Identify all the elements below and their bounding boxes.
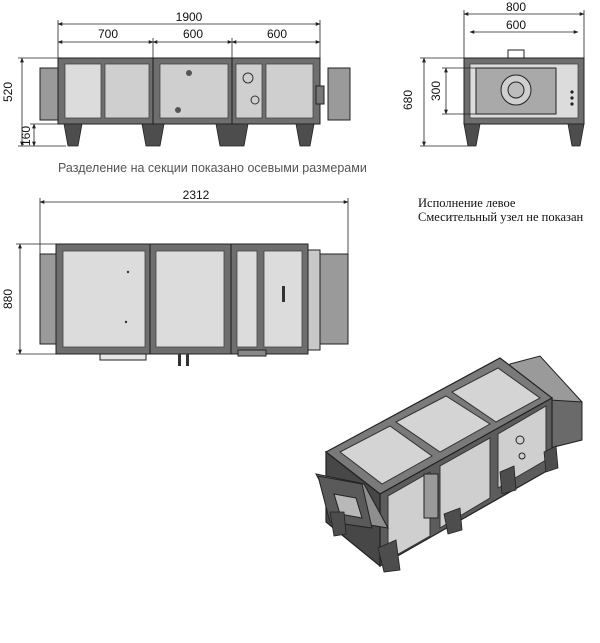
- dim-side-inner: 600: [506, 18, 526, 32]
- dim-front-section-1: 700: [98, 27, 118, 41]
- dim-front-height: 520: [1, 82, 15, 102]
- dim-side-fan: 300: [429, 81, 443, 101]
- isometric-view: [315, 355, 583, 573]
- dim-front-leg: 160: [19, 126, 33, 146]
- side-dimensions: 800 600 680 300: [401, 0, 585, 147]
- note-mixing-unit: Смесительный узел не показан: [418, 210, 584, 224]
- dim-top-length: 2312: [183, 188, 210, 202]
- dim-top-width: 880: [1, 289, 15, 309]
- dim-front-section-2: 600: [183, 27, 203, 41]
- top-view: [39, 243, 349, 366]
- side-view: [463, 49, 585, 147]
- dim-side-total: 800: [506, 0, 526, 14]
- note-section-division: Разделение на секции показано осевыми ра…: [58, 161, 367, 175]
- front-view: [39, 57, 351, 147]
- dim-side-height: 680: [401, 90, 415, 110]
- top-dimensions: 2312 880: [1, 188, 349, 355]
- dim-front-section-3: 600: [267, 27, 287, 41]
- dim-front-total: 1900: [176, 10, 203, 24]
- front-dimensions: 1900 700 600 600 520 160: [1, 10, 321, 147]
- note-execution: Исполнение левое: [418, 196, 516, 210]
